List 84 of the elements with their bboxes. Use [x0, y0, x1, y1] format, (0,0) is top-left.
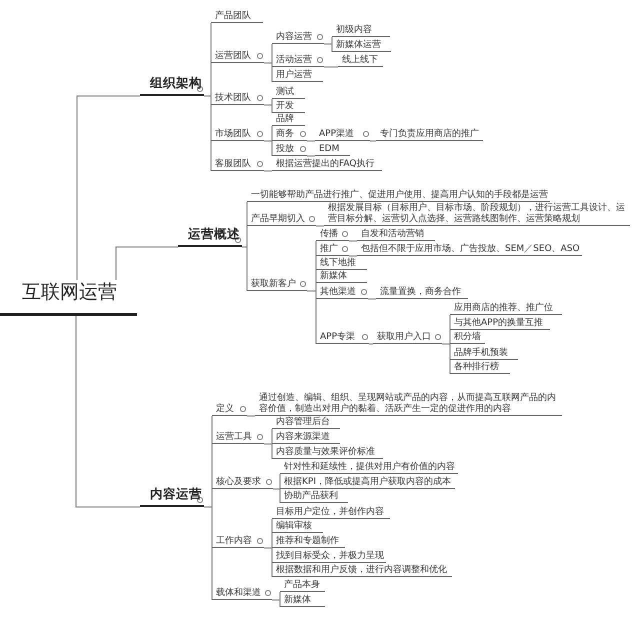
topic-label: 积分墙 [450, 332, 485, 344]
topic-label: EDM [315, 144, 350, 156]
topic-label: 运营工具 [212, 432, 264, 444]
topic-label: 内容管理后台 [272, 417, 340, 429]
topic-label: 用户运营 [272, 70, 323, 82]
connector-line [370, 140, 376, 142]
connector-line [76, 96, 140, 280]
branch-topic: 组织架构 [140, 75, 204, 96]
topic-label: 传播 [316, 229, 349, 241]
topic-label: 测试 [272, 87, 305, 99]
topic-label: APP专渠 [316, 332, 369, 344]
branch-topic: 内容运营 [140, 486, 204, 507]
topic-label: 新媒体运营 [332, 40, 391, 52]
topic-label: 定义 [212, 404, 247, 416]
topic-label: 根据数据和用户反馈，进行内容调整和优化 [272, 565, 452, 577]
topic-label: 流量置换，商务合作 [376, 287, 468, 299]
topic-label: 产品团队 [211, 11, 263, 23]
topic-label: 市场团队 [211, 129, 264, 141]
topic-label: 商务 [272, 129, 307, 141]
topic-label: 自发和活动营销 [357, 229, 435, 241]
topic-label: 产品早期切入 [247, 214, 316, 226]
topic-label: 载体和渠道 [212, 588, 272, 600]
connector-line [306, 240, 316, 344]
connector-line [306, 140, 316, 142]
connector-line [264, 98, 272, 114]
connector-line [204, 416, 212, 600]
topic-label: 内容来源渠道 [272, 432, 340, 444]
connector-line [204, 22, 212, 172]
topic-label: 内容运营 [272, 32, 324, 44]
topic-label: 其他渠道 [316, 287, 368, 299]
connector-line [272, 592, 280, 608]
topic-label: 编辑审核 [272, 521, 323, 533]
connector-line [272, 474, 280, 504]
connector-line [264, 170, 272, 172]
topic-label: 根据发展目标（目标用户、目标市场、阶段规划），进行运营工具设计、运营目标分解、运营切入点选择、运营路线图制作、运营策略规划 [324, 203, 630, 226]
topic-label: 通过创造、编辑、组织、呈现网站或产品的内容，从而提高互联网产品的内容价值，制造出对用户的黏着、活跃产生一定的促进作用的内容 [255, 393, 562, 416]
topic-label: 目标用户定位，并创作内容 [272, 507, 390, 519]
topic-label: APP渠道 [315, 129, 370, 141]
topic-label: 针对性和延续性，提供对用户有价值的内容 [280, 462, 458, 474]
connector-line [324, 66, 338, 68]
topic-label: 品牌手机预装 [450, 348, 518, 360]
connector-line [442, 314, 450, 374]
connector-line [348, 240, 358, 242]
topic-label: 各种排行榜 [450, 362, 510, 374]
topic-label: 根据KPI，降低或提高用户获取内容的成本 [280, 477, 455, 489]
connector-line [368, 298, 376, 300]
connector-line [116, 246, 178, 280]
branch-topic: 运营概述 [178, 226, 242, 247]
connector-line [324, 36, 332, 52]
topic-label: 内容质量与效果评价标准 [272, 447, 383, 459]
topic-label: 产品本身 [280, 580, 325, 592]
connector-line [264, 44, 272, 82]
topic-label: 线上线下 [338, 55, 383, 67]
topic-label: 运营团队 [211, 51, 264, 63]
topic-label: 根据运营提出的FAQ执行 [272, 159, 382, 171]
topic-label: 推荐和专题制作 [272, 536, 345, 548]
topic-label: 获取用户入口 [373, 332, 442, 344]
topic-label: 新媒体 [316, 271, 367, 283]
topic-label: 品牌 [272, 114, 305, 126]
topic-label: 协助产品获利 [280, 491, 348, 503]
topic-label: 应用商店的推荐、推广位 [450, 303, 562, 315]
topic-label: 技术团队 [211, 93, 264, 105]
topic-label: 与其他APP的换量互推 [450, 318, 550, 330]
topic-label: 开发 [272, 101, 305, 113]
topic-label: 客服团队 [211, 159, 264, 171]
connector-line [76, 316, 140, 508]
topic-label: 线下地推 [316, 258, 367, 270]
connector-line [264, 126, 272, 156]
central-topic: 互联网运营 [0, 280, 137, 316]
topic-label: 找到目标受众，并极力呈现 [272, 551, 386, 563]
topic-label: 投放 [272, 144, 307, 156]
topic-label: 活动运营 [272, 55, 324, 67]
topic-label: 工作内容 [212, 536, 264, 548]
connector-line [264, 428, 272, 460]
connector-line [264, 518, 272, 578]
topic-label: 包括但不限于应用市场、广告投放、SEM／SEO、ASO [357, 244, 582, 256]
topic-label: 专门负责应用商店的推广 [376, 129, 483, 141]
topic-label: 一切能够帮助产品进行推广、促进用户使用、提高用户认知的手段都是运营 [247, 190, 550, 202]
connector-line [242, 202, 248, 292]
topic-label: 推广 [316, 244, 349, 256]
topic-label: 核心及要求 [212, 477, 273, 489]
topic-label: 初级内容 [332, 25, 390, 37]
topic-label: 获取新客户 [247, 279, 307, 291]
topic-label: 新媒体 [280, 595, 325, 607]
